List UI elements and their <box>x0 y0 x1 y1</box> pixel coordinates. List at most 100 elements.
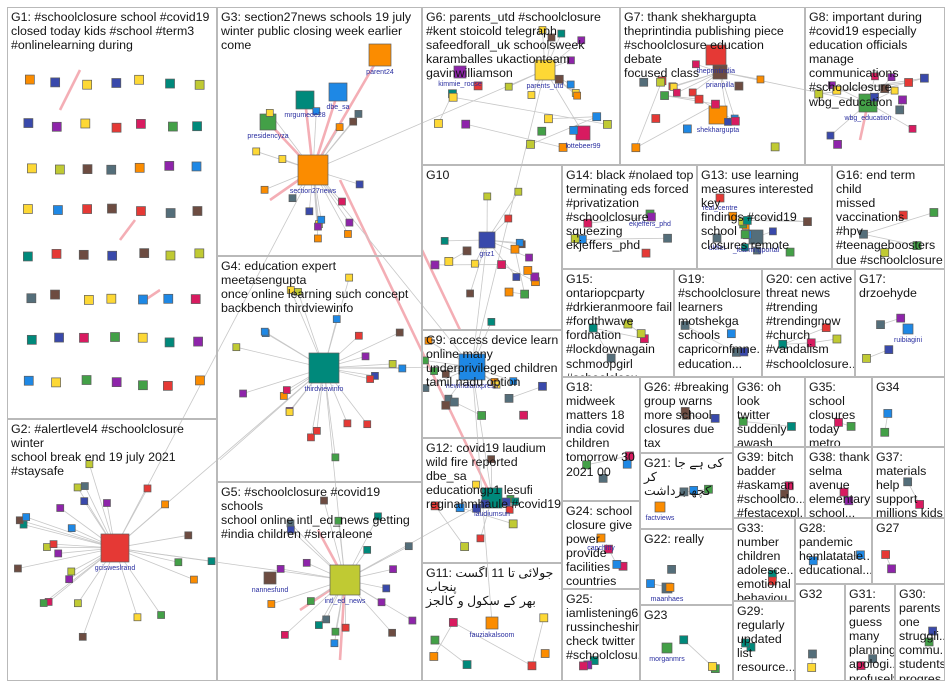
node <box>192 121 202 132</box>
group-box-g7: G7: thank shekhargupta theprintindia pub… <box>620 7 805 165</box>
node <box>778 339 788 349</box>
edge <box>664 95 716 105</box>
node-label-fauziakalsoom: fauziakalsoom <box>470 632 515 639</box>
node <box>281 631 289 639</box>
group-box-g39: G39: bitch badder #askaman #schoolclo...… <box>733 447 805 518</box>
node <box>588 323 598 333</box>
group-box-g12: G12: covid19 laudium wild fire reported … <box>422 438 562 563</box>
edge <box>114 547 212 562</box>
node <box>194 248 205 259</box>
node <box>267 600 276 608</box>
node <box>884 345 894 354</box>
group-label-g22: G22: really <box>644 532 704 546</box>
strong-edge <box>58 69 82 111</box>
node <box>404 542 413 551</box>
node <box>583 218 593 228</box>
node-label-shekhargupta: shekhargupta <box>697 127 740 134</box>
node <box>143 484 152 493</box>
node <box>924 637 934 647</box>
node <box>361 352 370 361</box>
group-label-g12: G12: covid19 laudium wild fire reported … <box>426 441 562 512</box>
edge <box>719 71 869 104</box>
node <box>604 544 613 554</box>
node <box>928 626 937 636</box>
node <box>679 487 689 497</box>
node <box>408 616 417 625</box>
node-label-section27news: section27news <box>290 188 337 195</box>
node <box>23 375 34 386</box>
node <box>331 627 340 636</box>
node-label-griz1: griz1 <box>479 251 494 258</box>
group-box-g6: G6: parents_utd #schoolclosure #kent sto… <box>422 7 620 165</box>
edge <box>686 414 716 419</box>
node <box>81 482 89 490</box>
node <box>24 74 35 85</box>
node <box>530 272 540 282</box>
node <box>50 289 60 300</box>
node <box>335 123 344 132</box>
node <box>388 360 397 368</box>
node <box>460 542 469 551</box>
node <box>908 124 917 133</box>
node <box>441 400 451 410</box>
node <box>430 260 440 270</box>
node <box>728 211 738 221</box>
node <box>54 549 63 558</box>
node <box>473 81 483 91</box>
node <box>282 386 291 394</box>
node <box>39 599 48 607</box>
node-label-presidencyza: presidencyza <box>247 133 288 140</box>
node <box>343 419 352 428</box>
group-label-g3: G3: section27news schools 19 july winter… <box>221 10 412 53</box>
node-mrgumede28 <box>295 90 315 110</box>
node <box>195 375 205 386</box>
edge <box>454 401 482 416</box>
node <box>285 408 294 416</box>
node <box>23 118 34 128</box>
group-label-g24: G24: school closure give power provide f… <box>566 504 633 589</box>
node-factviews <box>654 501 666 513</box>
node-label-maanhaes: maanhaes <box>651 596 684 603</box>
node <box>895 105 905 115</box>
node <box>260 327 269 336</box>
node <box>194 79 205 90</box>
node <box>622 459 632 469</box>
node <box>582 460 591 470</box>
node <box>344 230 352 238</box>
node <box>680 407 690 416</box>
node <box>317 215 326 224</box>
node <box>138 380 148 391</box>
node <box>79 332 89 343</box>
node-label-lottebeer99: lottebeer99 <box>565 143 600 150</box>
node <box>165 250 176 261</box>
edge <box>219 367 325 461</box>
group-box-g8: G8: important during #covid19 especially… <box>805 7 945 165</box>
node <box>740 230 750 239</box>
node <box>80 497 89 506</box>
node <box>567 56 575 65</box>
node-label-morganmrs: morganmrs <box>649 656 685 663</box>
node-label-kimmie_roose: kimmie_roose <box>438 81 482 88</box>
node <box>483 192 492 201</box>
node-morganmrs <box>661 642 673 654</box>
group-box-g24: G24: school closure give power provide f… <box>562 501 640 589</box>
group-box-g20: G20: cen active threat news #trending #t… <box>762 269 855 377</box>
node <box>191 161 202 172</box>
node <box>320 496 328 505</box>
node <box>768 576 777 586</box>
node <box>294 288 302 296</box>
node <box>82 164 93 174</box>
node <box>832 85 842 95</box>
node-label-laudiumsun: laudiumsun <box>474 511 510 518</box>
node <box>814 89 824 99</box>
node-label-prianpilla: prianpilla <box>706 82 734 89</box>
node <box>660 91 669 100</box>
edge <box>344 497 493 581</box>
node <box>679 635 689 645</box>
node <box>111 122 122 133</box>
node <box>538 381 547 391</box>
group-box-g5: G5: #schoolclosure #covid19 schools scho… <box>217 482 422 681</box>
node-label-capchitty: capchitty <box>587 545 615 552</box>
edge <box>471 366 493 499</box>
